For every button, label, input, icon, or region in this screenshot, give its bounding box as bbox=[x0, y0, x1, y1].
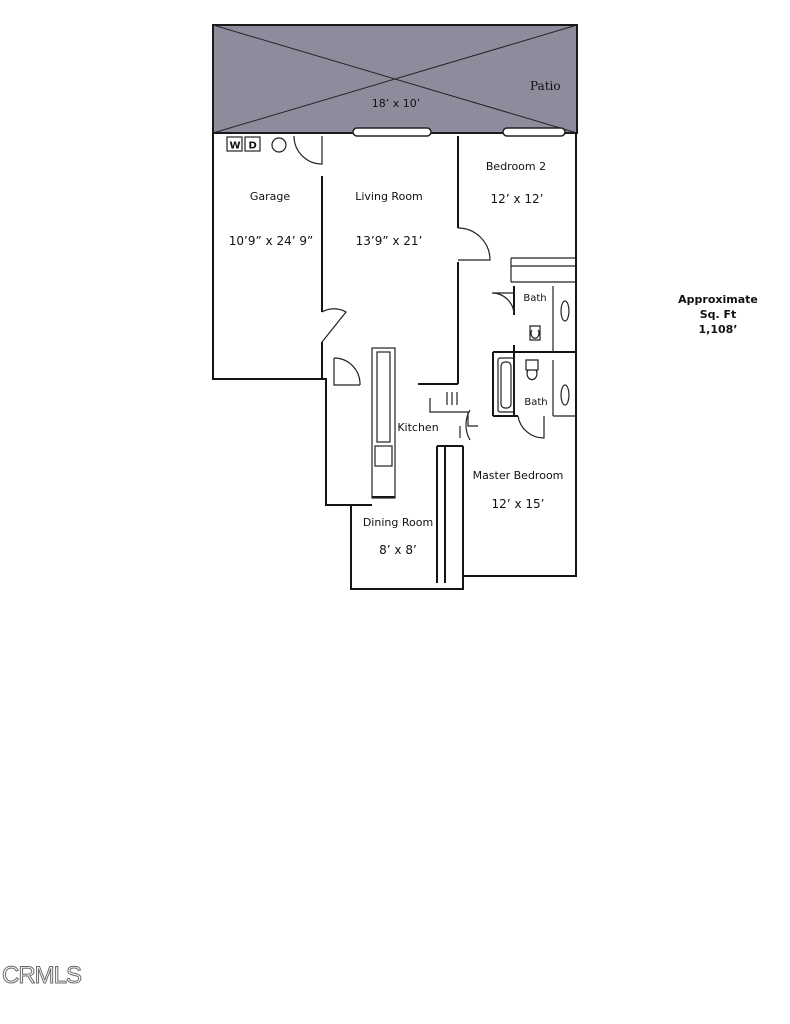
bedroom-door-swing bbox=[457, 227, 491, 261]
watermark: CRMLS bbox=[1, 962, 82, 990]
living-room-label: Living Room bbox=[355, 190, 423, 203]
bath-wall bbox=[552, 286, 576, 417]
sink-icon bbox=[560, 300, 570, 322]
kitchen-cabinets bbox=[376, 351, 391, 443]
patio: Patio 18’ x 10’ bbox=[212, 24, 578, 137]
bath-door-swing bbox=[491, 292, 515, 316]
dryer-icon bbox=[244, 136, 261, 152]
washer-icon bbox=[226, 136, 243, 152]
garage-door-swing bbox=[293, 135, 323, 165]
outer-wall bbox=[212, 133, 577, 590]
pantry-door bbox=[333, 357, 361, 386]
kitchen-counter bbox=[429, 398, 478, 427]
sink-icon bbox=[560, 384, 570, 406]
dining-room-size: 8’ x 8’ bbox=[379, 543, 417, 557]
master-wall bbox=[436, 445, 464, 589]
bathtub-icon bbox=[500, 361, 512, 409]
bath-door-swing bbox=[517, 415, 545, 439]
sliding-door bbox=[352, 127, 432, 137]
bath-2-label: Bath bbox=[524, 397, 547, 408]
patio-label: Patio bbox=[530, 79, 561, 93]
sqft-line-1: Approximate bbox=[678, 293, 758, 306]
master-bedroom-size: 12’ x 15’ bbox=[492, 497, 545, 511]
kitchen-label: Kitchen bbox=[397, 421, 438, 434]
toilet-icon bbox=[525, 359, 539, 381]
fixtures: W D bbox=[226, 136, 570, 413]
room-labels: Garage 10’9” x 24’ 9” Living Room 13’9” … bbox=[229, 160, 564, 557]
stairs-icon bbox=[446, 392, 458, 405]
pantry-door bbox=[333, 358, 360, 386]
washer-label: W bbox=[230, 141, 241, 152]
doors bbox=[293, 135, 545, 441]
master-door-swing bbox=[465, 409, 471, 441]
dining-room-label: Dining Room bbox=[363, 516, 433, 529]
toilet-icon bbox=[529, 325, 541, 341]
bathtub-icon bbox=[497, 357, 515, 413]
window bbox=[502, 127, 566, 137]
garage-label: Garage bbox=[250, 190, 291, 203]
water-heater-icon bbox=[271, 137, 287, 153]
stove bbox=[374, 445, 393, 467]
bath-1-label: Bath bbox=[523, 293, 546, 304]
closet-wall bbox=[510, 257, 576, 283]
patio-size: 18’ x 10’ bbox=[372, 97, 421, 110]
bedroom-2-label: Bedroom 2 bbox=[486, 160, 546, 173]
garage-size: 10’9” x 24’ 9” bbox=[229, 234, 313, 248]
patio-cross-line bbox=[212, 24, 578, 134]
sqft-line-3: 1,108’ bbox=[698, 323, 738, 336]
sqft-line-2: Sq. Ft bbox=[699, 308, 737, 321]
master-bedroom-label: Master Bedroom bbox=[473, 469, 564, 482]
bedroom-2-size: 12’ x 12’ bbox=[491, 192, 544, 206]
garage-entry-door-swing bbox=[321, 308, 347, 343]
approximate-sqft: Approximate Sq. Ft 1,108’ bbox=[668, 292, 768, 337]
dryer-label: D bbox=[249, 141, 257, 152]
kitchen-cabinets bbox=[371, 347, 396, 499]
living-room-size: 13’9” x 21’ bbox=[356, 234, 423, 248]
dining-wall bbox=[351, 496, 395, 506]
